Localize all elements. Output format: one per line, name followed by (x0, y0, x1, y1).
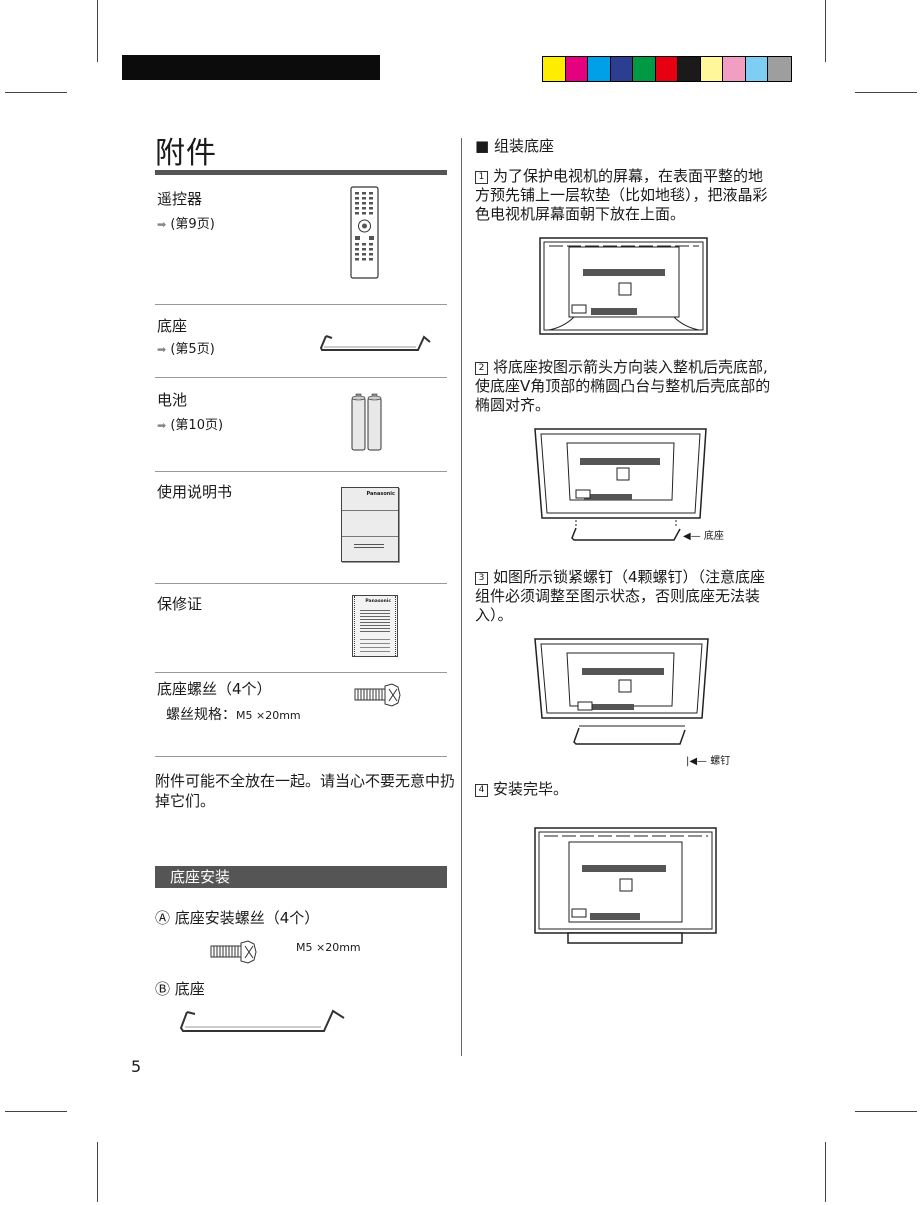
tv-back-diagram-2 (534, 428, 707, 541)
page-number: 5 (131, 1057, 142, 1076)
arrow-right-icon: ➡ (157, 419, 167, 432)
page-title: 附件 (155, 136, 217, 171)
crop-mark (855, 1111, 917, 1112)
crop-mark (97, 1142, 98, 1202)
color-calibration-bar (542, 56, 792, 82)
crop-mark (825, 1142, 826, 1202)
crop-mark (97, 0, 98, 62)
registration-black-bar (122, 55, 380, 80)
screw-spec: 螺丝规格：M5 ×20mm (166, 707, 301, 723)
tv-back-diagram-1 (539, 237, 708, 335)
part-b-label: Ⓑ 底座 (155, 980, 205, 998)
stand-base-icon (319, 335, 431, 351)
tv-back-diagram-3 (534, 638, 709, 745)
arrow-right-icon: ➡ (157, 343, 167, 356)
accessory-note: 附件可能不全放在一起。请当心不要无意中扔掉它们。 (155, 772, 456, 810)
item-separator (155, 471, 447, 472)
label-base: ◀— 底座 (683, 531, 724, 542)
color-swatch (655, 57, 678, 81)
item-screw-label: 底座螺丝（4个） (157, 680, 272, 698)
crop-mark (5, 1111, 67, 1112)
manual-icon: Panasonic (341, 487, 399, 562)
crop-mark (5, 92, 67, 93)
color-swatch (768, 57, 791, 81)
color-swatch (633, 57, 656, 81)
screw-icon (210, 940, 257, 964)
item-base-ref: ➡ (第5页) (157, 342, 215, 357)
label-screw: |◀— 螺钉 (686, 756, 731, 767)
item-separator (155, 304, 447, 305)
manual-brand: Panasonic (366, 491, 396, 497)
remote-control-icon (350, 186, 379, 279)
item-manual-label: 使用说明书 (157, 483, 233, 501)
color-swatch (678, 57, 701, 81)
battery-icon (351, 393, 382, 451)
part-a-label: Ⓐ 底座安装螺丝（4个） (155, 909, 320, 927)
color-swatch (700, 57, 723, 81)
part-a-spec: M5 ×20mm (296, 941, 361, 954)
title-rule (155, 170, 447, 175)
color-swatch (543, 57, 566, 81)
color-swatch (745, 57, 768, 81)
item-warranty-label: 保修证 (157, 595, 203, 613)
item-remote-label: 遥控器 (157, 190, 203, 208)
item-battery-label: 电池 (157, 391, 188, 409)
item-separator (155, 756, 447, 757)
color-swatch (610, 57, 633, 81)
warranty-card-icon: Panasonic (352, 595, 398, 657)
arrow-right-icon: ➡ (157, 218, 167, 231)
screw-icon (354, 683, 401, 707)
item-base-label: 底座 (157, 317, 188, 335)
item-battery-ref: ➡ (第10页) (157, 418, 224, 433)
item-separator (155, 672, 447, 673)
item-separator (155, 583, 447, 584)
section-heading: ■ 组装底座 (475, 137, 554, 155)
warranty-brand: Panasonic (365, 599, 391, 604)
stand-base-icon (179, 1009, 345, 1032)
color-swatch (723, 57, 746, 81)
crop-mark (825, 0, 826, 62)
item-remote-ref: ➡ (第9页) (157, 217, 215, 232)
crop-mark (855, 92, 917, 93)
color-swatch (565, 57, 588, 81)
column-divider (461, 138, 462, 1056)
color-swatch (588, 57, 611, 81)
tv-back-diagram-4 (534, 827, 717, 944)
item-separator (155, 377, 447, 378)
section-title-stand-install: 底座安装 (155, 866, 447, 888)
